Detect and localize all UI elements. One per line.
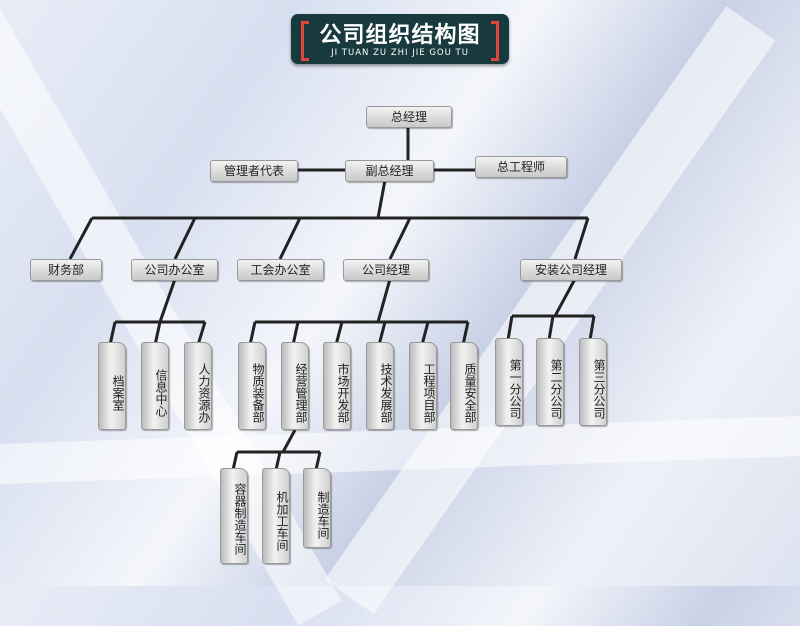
- box-branch-2: 第二分公司: [536, 338, 564, 426]
- line-deputy-bus: [376, 179, 387, 219]
- box-information-center: 信息中心: [141, 342, 169, 430]
- box-hr-office: 人力资源办: [184, 342, 212, 430]
- left-bracket: [301, 21, 309, 61]
- box-company-manager: 公司经理: [343, 259, 429, 281]
- box-market-dept: 市场开发部: [323, 342, 351, 430]
- box-vessel-workshop: 容器制造车间: [220, 468, 248, 564]
- chart-title-banner: 公司组织结构图 JI TUAN ZU ZHI JIE GOU TU: [291, 14, 509, 64]
- line-branch-bus: [506, 278, 596, 341]
- box-machining-workshop: 机加工车间: [262, 468, 290, 564]
- box-tech-dept: 技术发展部: [366, 342, 394, 430]
- box-projects-dept: 工程项目部: [409, 342, 437, 430]
- chart-title-pinyin: JI TUAN ZU ZHI JIE GOU TU: [331, 48, 469, 58]
- box-branch-3: 第三分公司: [579, 338, 607, 426]
- box-management-representative: 管理者代表: [210, 160, 298, 182]
- line-office-bus: [108, 278, 207, 346]
- box-quality-safety-dept: 质量安全部: [450, 342, 478, 430]
- box-archives: 档案室: [98, 342, 126, 430]
- box-finance-dept: 财务部: [30, 259, 102, 281]
- box-company-office: 公司办公室: [131, 259, 218, 281]
- connector-lines: [68, 126, 596, 471]
- chart-title: 公司组织结构图: [319, 23, 481, 48]
- line-drops-level3: [68, 217, 590, 260]
- box-chief-engineer: 总工程师: [475, 156, 567, 178]
- box-operations-dept: 经营管理部: [281, 342, 309, 430]
- box-manufacturing-workshop: 制造车间: [303, 468, 331, 548]
- box-union-office: 工会办公室: [237, 259, 324, 281]
- line-dept-bus: [248, 278, 470, 346]
- box-branch-1: 第一分公司: [495, 338, 523, 426]
- box-deputy-general-manager: 副总经理: [345, 160, 434, 182]
- box-installation-manager: 安装公司经理: [520, 259, 622, 281]
- box-materials-dept: 物质装备部: [238, 342, 266, 430]
- line-workshop-bus: [231, 429, 322, 471]
- right-bracket: [491, 21, 499, 61]
- box-general-manager: 总经理: [366, 106, 452, 128]
